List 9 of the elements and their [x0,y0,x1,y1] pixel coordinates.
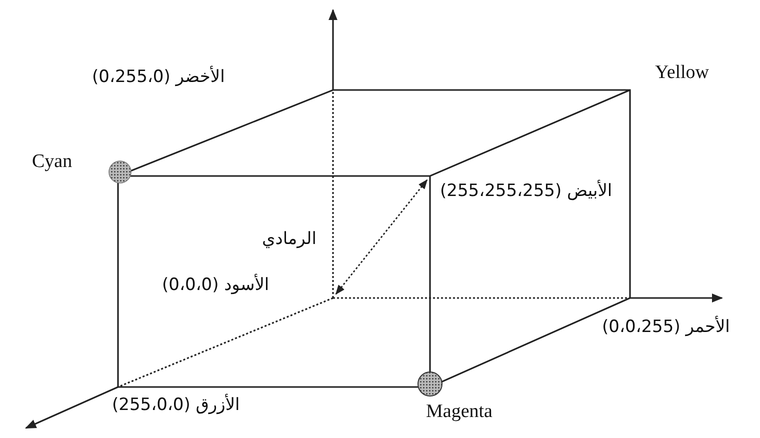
diagonal-label: الرمادي [262,230,316,249]
corner-label: Cyan [32,152,72,173]
corner-label: الأزرق (255،0،0) [112,396,240,415]
corner-label: Magenta [426,402,492,423]
corner-label: Yellow [655,63,710,84]
corner-label: الأخضر (0،255،0) [92,68,225,87]
corner-label: الأحمر (0،0،255) [602,318,730,337]
corner-label: الأبيض (255،255،255) [440,182,612,201]
corner-label: الأسود (0،0،0) [162,276,270,295]
